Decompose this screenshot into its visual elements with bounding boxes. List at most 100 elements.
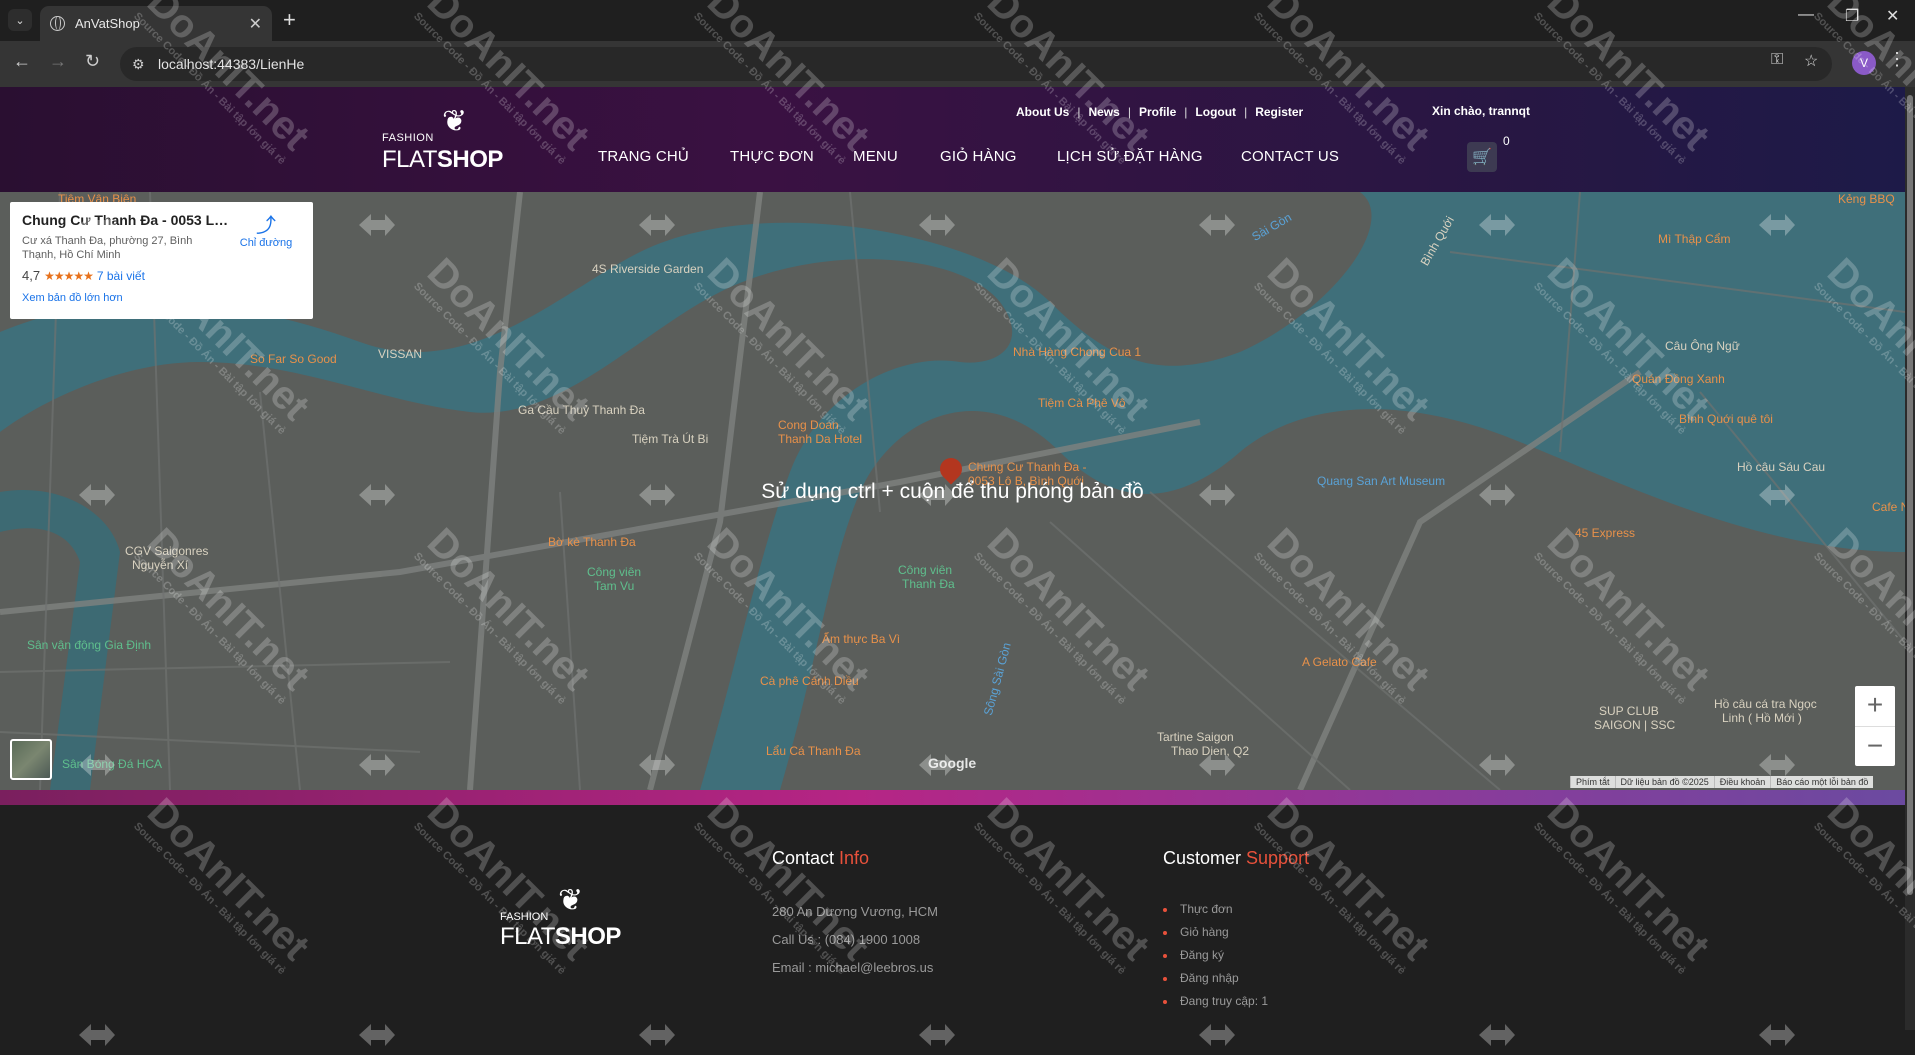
marker-label[interactable]: Chung Cư Thanh Đa -: [968, 460, 1087, 474]
support-item-dang-ky[interactable]: Đăng ký: [1163, 944, 1268, 967]
map-label[interactable]: Ga Cầu Thuỷ Thanh Đa: [518, 403, 645, 417]
scrollbar-thumb[interactable]: [1907, 95, 1913, 895]
map-label[interactable]: Kẻng BBQ: [1838, 192, 1895, 206]
contact-address: 280 An Dương Vương, HCM: [772, 904, 938, 919]
map-label[interactable]: Công viên: [898, 563, 953, 577]
terms-link[interactable]: Điều khoản: [1713, 776, 1771, 788]
page-scrollbar[interactable]: [1905, 87, 1915, 1030]
map-label[interactable]: Quán Đồng Xanh: [1632, 372, 1725, 386]
map-label[interactable]: Nhà Hàng Chong Cua 1: [1013, 345, 1142, 359]
back-icon[interactable]: ←: [13, 51, 31, 71]
profile-link[interactable]: Profile: [1138, 105, 1177, 119]
map-label[interactable]: Hồ câu cá tra Ngọc: [1714, 697, 1817, 711]
rating-value: 4,7: [22, 268, 41, 283]
nav-contact-us[interactable]: CONTACT US: [1241, 148, 1340, 165]
close-tab-icon[interactable]: ✕: [248, 15, 262, 33]
map-label[interactable]: Ẩm thực Ba Vì: [822, 632, 901, 646]
forward-icon[interactable]: →: [49, 51, 67, 71]
map-label[interactable]: Hồ câu Sáu Cau: [1737, 460, 1826, 474]
reviews-link[interactable]: 7 bài viết: [96, 268, 145, 283]
map-label[interactable]: Thanh Da Hotel: [778, 432, 863, 446]
map-label[interactable]: SAIGON | SSC: [1594, 718, 1676, 732]
map-label[interactable]: Sân vận động Gia Định: [27, 638, 152, 652]
support-item-thuc-don[interactable]: Thực đơn: [1163, 898, 1268, 921]
report-error-link[interactable]: Báo cáo một lỗi bản đồ: [1770, 776, 1874, 788]
map-label[interactable]: Tiệm Cà Phê Vô: [1038, 396, 1126, 410]
map-label[interactable]: Thanh Đa: [902, 577, 955, 591]
flower-logo-icon: ❦: [558, 884, 584, 917]
browser-tabbar: ⌄ AnVatShop ✕ + — ❐ ✕: [0, 0, 1915, 41]
map-label[interactable]: Thao Dien, Q2: [1171, 744, 1250, 758]
map-label[interactable]: 45 Express: [1575, 526, 1636, 540]
maximize-icon[interactable]: ❐: [1845, 8, 1860, 25]
larger-map-link[interactable]: Xem bản đồ lớn hơn: [22, 292, 123, 304]
bookmark-star-icon[interactable]: ☆: [1804, 53, 1819, 70]
satellite-toggle[interactable]: [10, 739, 52, 780]
logout-link[interactable]: Logout: [1195, 105, 1237, 119]
directions-button[interactable]: ⤴ Chỉ đường: [236, 215, 296, 249]
browser-tab[interactable]: AnVatShop ✕: [40, 6, 272, 41]
map-label[interactable]: Công viên: [587, 565, 642, 579]
tab-title: AnVatShop: [75, 16, 140, 31]
map-label[interactable]: Bình Quới quê tôi: [1679, 412, 1773, 426]
map-label[interactable]: Câu Ông Ngữ: [1665, 339, 1740, 353]
reload-icon[interactable]: ↻: [85, 51, 101, 71]
support-item-visitors: Đang truy cập: 1: [1163, 990, 1268, 1013]
map-label[interactable]: Quang San Art Museum: [1317, 474, 1446, 488]
map-label[interactable]: VISSAN: [378, 347, 423, 361]
nav-thuc-don[interactable]: THỰC ĐƠN: [730, 148, 814, 165]
menu-kebab-icon[interactable]: ⋮: [1888, 49, 1906, 69]
new-tab-button[interactable]: +: [283, 7, 296, 32]
browser-toolbar: ← → ↻ ⚙ localhost:44383/LienHe ⚿ ☆ V ⋮: [0, 41, 1915, 87]
map-label[interactable]: 4S Riverside Garden: [592, 262, 704, 276]
minimize-icon[interactable]: —: [1798, 6, 1814, 23]
nav-trang-chu[interactable]: TRANG CHỦ: [598, 148, 689, 165]
support-item-dang-nhap[interactable]: Đăng nhập: [1163, 967, 1268, 990]
map-label[interactable]: Cà phê Cánh Diều: [760, 674, 859, 688]
nav-gio-hang[interactable]: GIỎ HÀNG: [940, 148, 1017, 165]
map-label[interactable]: CGV Saigonres: [125, 544, 209, 558]
map-label[interactable]: Bờ kè Thanh Đa: [548, 535, 636, 549]
logo-fashion-text: FASHION: [500, 911, 549, 923]
keyboard-shortcuts-link[interactable]: Phím tắt: [1570, 776, 1615, 788]
profile-avatar[interactable]: V: [1852, 51, 1876, 75]
map-label[interactable]: Cafe N: [1872, 500, 1905, 514]
contact-email[interactable]: Email : michael@leebros.us: [772, 960, 934, 975]
address-bar[interactable]: ⚙ localhost:44383/LienHe: [120, 47, 1832, 81]
map-label[interactable]: Lẩu Cá Thanh Đa: [766, 744, 861, 758]
nav-lich-su-dat-hang[interactable]: LỊCH SỬ ĐẶT HÀNG: [1057, 148, 1203, 165]
map-zoom-hint: Sử dụng ctrl + cuộn để thu phóng bản đồ: [761, 480, 1144, 503]
globe-icon: [50, 16, 65, 31]
close-window-icon[interactable]: ✕: [1886, 8, 1900, 25]
support-item-gio-hang[interactable]: Giỏ hàng: [1163, 921, 1268, 944]
map-label[interactable]: Tam Vu: [594, 579, 635, 593]
footer-divider: [0, 790, 1905, 805]
map-label[interactable]: A Gelato Cafe: [1302, 655, 1377, 669]
zoom-out-button[interactable]: −: [1855, 726, 1895, 766]
rating-stars-icon: ★★★★★: [44, 268, 94, 283]
shopping-cart-icon[interactable]: 🛒: [1467, 142, 1497, 172]
embedded-map[interactable]: 4S Riverside Garden VISSAN So Far So Goo…: [0, 192, 1905, 790]
map-label[interactable]: Linh ( Hồ Mới ): [1722, 711, 1802, 725]
nav-menu[interactable]: MENU: [853, 148, 898, 165]
site-info-icon[interactable]: ⚙: [132, 56, 145, 72]
password-key-icon[interactable]: ⚿: [1771, 51, 1784, 68]
map-label[interactable]: Tiệm Trà Út Bi: [632, 432, 709, 446]
map-label[interactable]: Sân Bóng Đá HCA: [62, 757, 163, 771]
register-link[interactable]: Register: [1255, 105, 1304, 119]
map-data-text: Dữ liệu bản đồ ©2025: [1614, 776, 1714, 788]
map-attribution: Phím tắt Dữ liệu bản đồ ©2025 Điều khoản…: [1570, 776, 1874, 788]
news-link[interactable]: News: [1088, 105, 1120, 119]
about-us-link[interactable]: About Us: [1016, 105, 1070, 119]
site-header: [0, 87, 1905, 192]
map-label[interactable]: Tartine Saigon: [1157, 730, 1234, 744]
map-label[interactable]: Mì Thập Cẩm: [1658, 232, 1731, 246]
zoom-in-button[interactable]: +: [1866, 689, 1884, 720]
marker-label[interactable]: 0053 Lô B, Bình Quới: [968, 474, 1084, 488]
tab-list-icon[interactable]: ⌄: [8, 9, 32, 31]
contact-phone: Call Us : (084) 1900 1008: [772, 932, 921, 947]
map-label[interactable]: SUP CLUB: [1599, 704, 1659, 718]
map-label[interactable]: Cong Doan: [778, 418, 839, 432]
map-label[interactable]: Nguyễn Xí: [132, 558, 189, 572]
map-label[interactable]: So Far So Good: [250, 352, 337, 366]
